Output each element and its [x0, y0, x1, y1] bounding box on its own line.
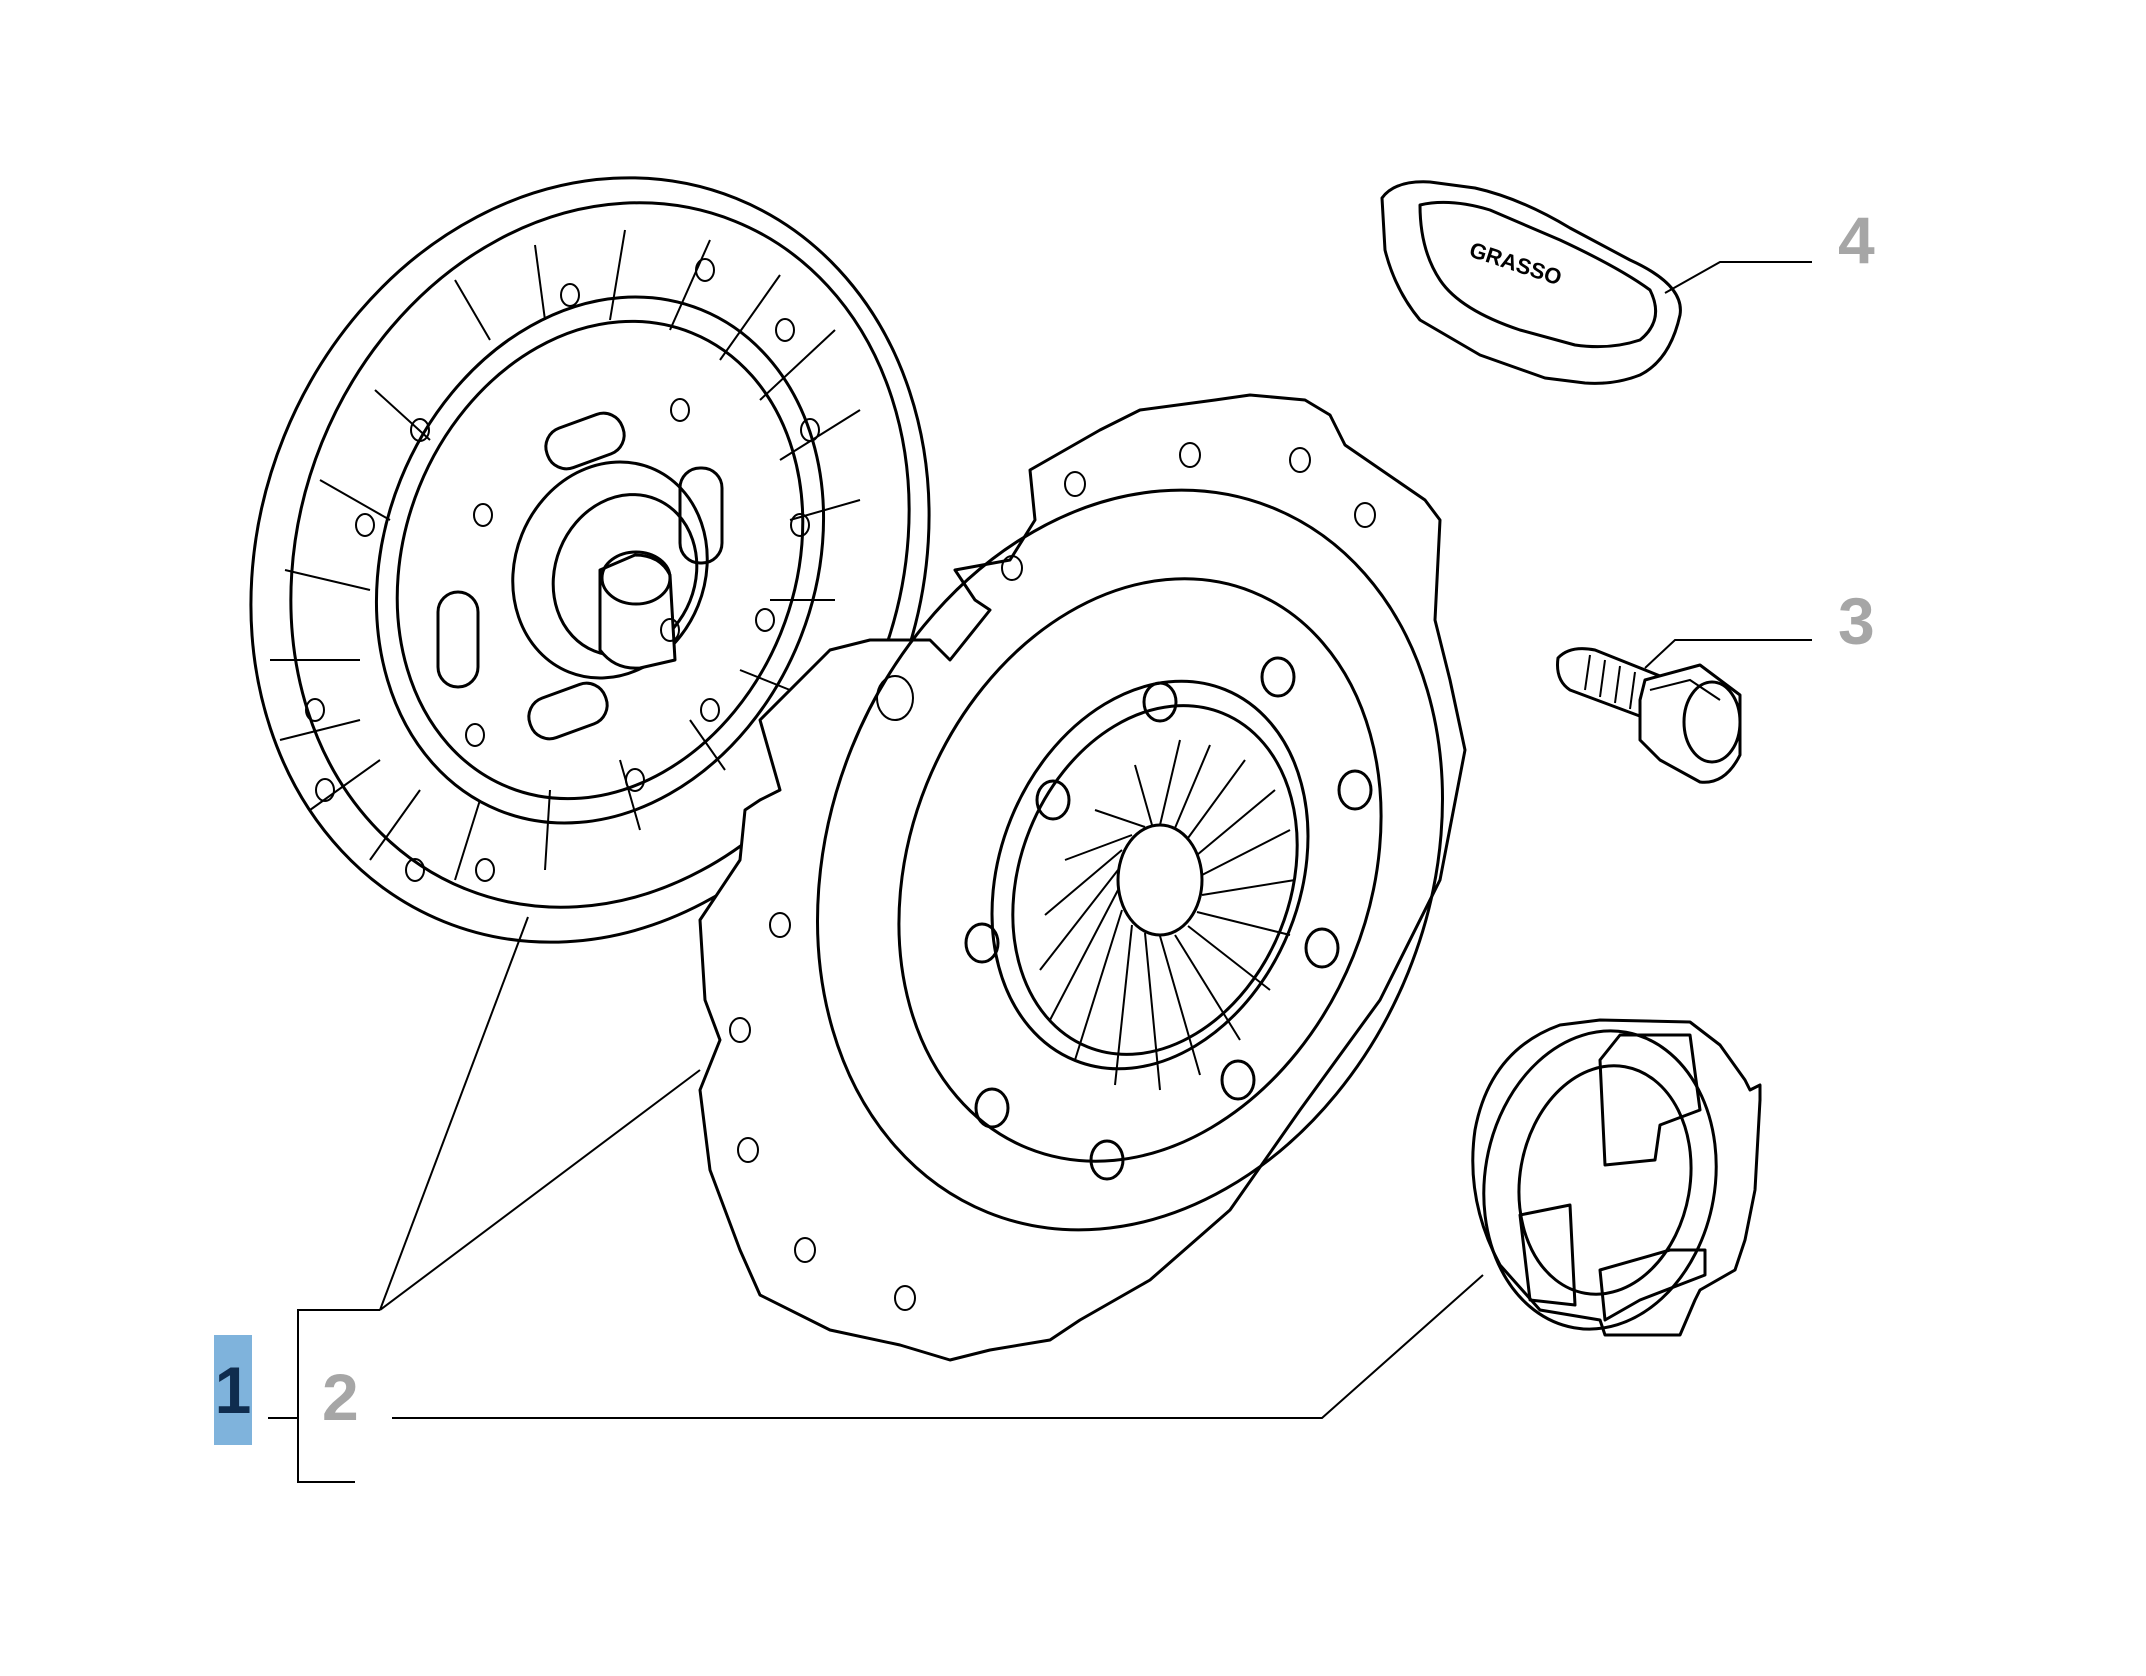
clutch-pressure-plate[interactable]: [698, 393, 1551, 1362]
bolt[interactable]: [1556, 647, 1742, 784]
leader-lines: [268, 261, 1812, 1483]
release-bearing[interactable]: [1461, 1012, 1762, 1347]
callout-4[interactable]: 4: [1838, 203, 1875, 277]
callout-1[interactable]: 1: [214, 1335, 252, 1445]
callout-2[interactable]: 2: [322, 1360, 359, 1434]
callout-3[interactable]: 3: [1838, 584, 1875, 658]
grease-pack[interactable]: GRASSO: [1380, 180, 1682, 385]
clutch-disc[interactable]: [138, 75, 1042, 1045]
